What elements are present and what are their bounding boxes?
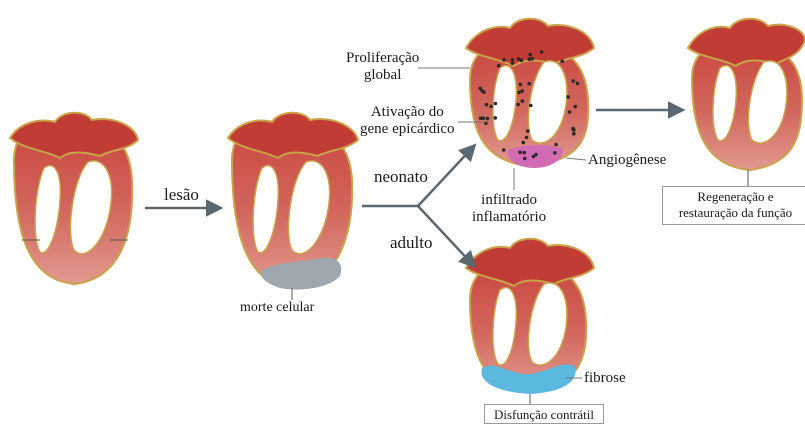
- label-epicardial-activation: Ativação do gene epicárdico: [360, 104, 455, 137]
- proliferation-dot: [528, 53, 532, 57]
- proliferation-dot: [523, 157, 527, 161]
- proliferation-dot: [485, 103, 489, 107]
- proliferation-dot: [571, 127, 575, 131]
- proliferation-dot: [527, 82, 531, 86]
- proliferation-dot: [566, 95, 570, 99]
- proliferation-dot: [516, 103, 520, 107]
- heart-healthy: [10, 113, 138, 284]
- proliferation-dot: [486, 117, 490, 121]
- proliferation-dot: [479, 87, 483, 91]
- label-regeneration: Regeneração e restauração da função: [662, 186, 805, 225]
- heart-neonate: [466, 19, 594, 168]
- proliferation-dot: [572, 132, 576, 136]
- proliferation-dot: [522, 141, 526, 145]
- proliferation-dot: [554, 143, 558, 147]
- label-injury: lesão: [164, 186, 199, 205]
- proliferation-dot: [502, 148, 506, 152]
- label-inflammatory-infiltrate: infiltrado inflamatório: [472, 192, 546, 225]
- proliferation-dot: [560, 59, 564, 63]
- proliferation-dot: [573, 105, 577, 109]
- proliferation-dot: [479, 116, 483, 120]
- label-adult: adulto: [390, 234, 433, 253]
- proliferation-dot: [529, 104, 533, 108]
- proliferation-dot: [553, 151, 557, 155]
- proliferation-dot: [522, 151, 526, 155]
- proliferation-dot: [540, 50, 544, 54]
- proliferation-dot: [511, 58, 515, 62]
- proliferation-dot: [568, 110, 572, 114]
- proliferation-dot: [511, 61, 515, 65]
- proliferation-dot: [526, 129, 530, 133]
- proliferation-dot: [520, 58, 524, 62]
- heart-regenerated: [688, 19, 805, 186]
- proliferation-dot: [534, 153, 538, 157]
- label-fibrosis: fibrose: [584, 370, 626, 387]
- proliferation-dot: [525, 136, 529, 140]
- label-neonate: neonato: [374, 168, 428, 187]
- proliferation-dot: [571, 79, 575, 83]
- proliferation-dot: [489, 105, 493, 109]
- label-cell-death: morte celular: [240, 300, 314, 315]
- label-contractile-dysfunction: Disfunção contrátil: [484, 404, 604, 424]
- proliferation-dot: [576, 82, 580, 86]
- proliferation-dot: [519, 83, 523, 87]
- label-angiogenesis: Angiogênese: [588, 152, 666, 169]
- proliferation-dot: [518, 151, 522, 155]
- heart-adult: [466, 239, 594, 404]
- proliferation-dot: [494, 116, 498, 120]
- proliferation-dot: [494, 102, 498, 106]
- label-global-proliferation: Proliferação global: [346, 50, 419, 83]
- heart-injured: [228, 113, 358, 300]
- proliferation-dot: [517, 91, 521, 95]
- proliferation-dot: [521, 99, 525, 103]
- proliferation-dot: [497, 64, 501, 68]
- proliferation-dot: [528, 57, 532, 61]
- proliferation-dot: [502, 58, 506, 62]
